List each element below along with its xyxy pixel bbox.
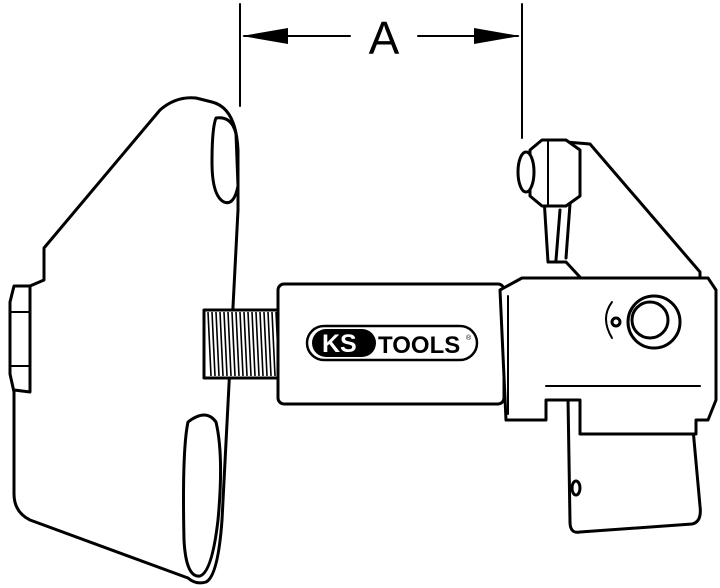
- thread-line: [235, 311, 240, 377]
- jaw-nut: [516, 138, 582, 208]
- thread-line: [263, 311, 268, 377]
- head-block: [498, 276, 718, 436]
- thread-line: [247, 311, 252, 377]
- thread-line: [267, 311, 272, 377]
- thread-line: [243, 311, 248, 377]
- dimension-arrow-right: [474, 28, 520, 44]
- threaded-spindle: [202, 308, 282, 380]
- thread-line: [251, 311, 256, 377]
- thread-line: [239, 311, 244, 377]
- logo-registered-mark: ®: [466, 334, 472, 342]
- thread-line: [219, 311, 224, 377]
- thread-line: [215, 311, 220, 377]
- thread-line: [231, 311, 236, 377]
- hex-nut: [8, 284, 32, 394]
- dimension-a: A: [239, 3, 523, 139]
- thread-line: [223, 311, 228, 377]
- mounting-flange: [12, 96, 240, 585]
- thread-line: [227, 311, 232, 377]
- jaw-hole: [570, 479, 582, 497]
- dimension-label: A: [369, 12, 400, 64]
- thread-line: [259, 311, 264, 377]
- dimension-arrow-left: [242, 28, 288, 44]
- pin-circlip: [605, 294, 682, 350]
- logo-tools: TOOLS: [378, 332, 460, 359]
- thread-line: [271, 311, 276, 377]
- logo-ks: KS: [322, 330, 357, 358]
- thread-line: [211, 311, 216, 377]
- logo-plate: KS TOOLS ®: [305, 324, 479, 362]
- thread-line: [255, 311, 260, 377]
- thread-line: [207, 311, 212, 377]
